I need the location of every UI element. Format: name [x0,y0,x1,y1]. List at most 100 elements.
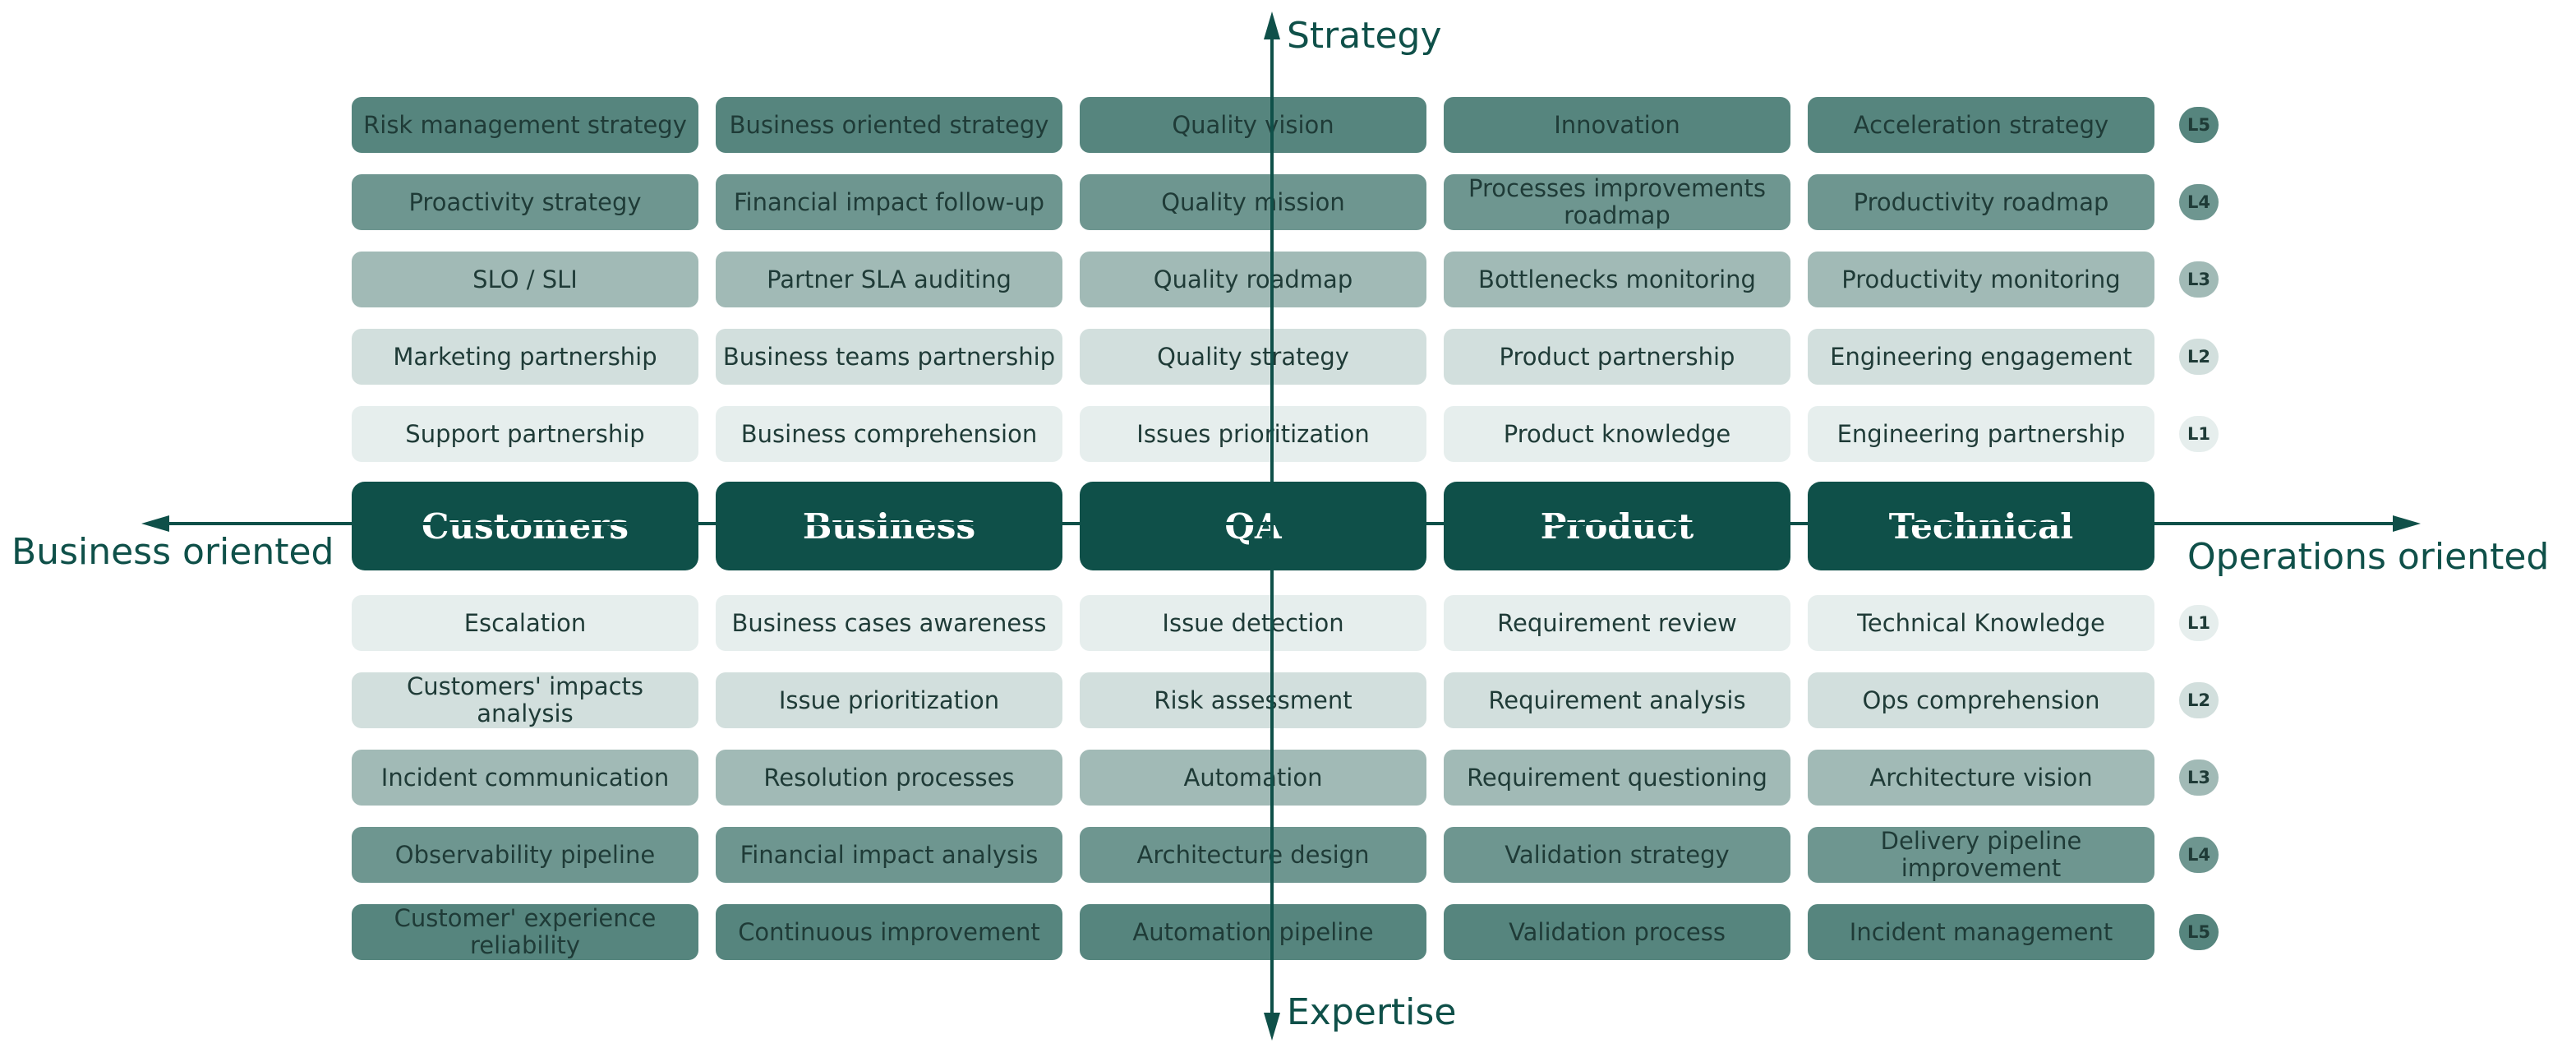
cell-qa-upper-l1: Issues prioritization [1080,406,1426,462]
cell-customers-upper-l1: Support partnership [352,406,698,462]
cell-label: Requirement analysis [1488,686,1746,714]
cell-label: Requirement questioning [1467,763,1767,792]
cell-technical-lower-l4: Delivery pipeline improvement [1808,827,2154,883]
cell-business-upper-l4: Financial impact follow-up [716,174,1062,230]
cell-technical-lower-l3: Architecture vision [1808,750,2154,806]
cell-label: Issue prioritization [778,686,1000,714]
cell-technical-lower-l2: Ops comprehension [1808,672,2154,728]
cell-qa-lower-l4: Architecture design [1080,827,1426,883]
cell-label: Acceleration strategy [1853,110,2109,139]
cell-label: Engineering partnership [1836,419,2126,448]
cell-product-upper-l4: Processes improvements roadmap [1444,174,1790,230]
cell-label: Customers' impacts analysis [406,672,644,727]
axis-arrow-left-icon [141,515,169,532]
cell-label: Productivity monitoring [1841,265,2121,293]
axis-arrow-up-icon [1264,12,1280,39]
cell-customers-lower-l1: Escalation [352,595,698,651]
cell-label: Partner SLA auditing [767,265,1012,293]
cell-business-lower-l3: Resolution processes [716,750,1062,806]
cell-label: Financial impact analysis [740,840,1039,869]
cell-label: Incident communication [380,763,670,792]
cell-business-upper-l5: Business oriented strategy [716,97,1062,153]
cell-label: Architecture vision [1869,763,2093,792]
cell-product-lower-l3: Requirement questioning [1444,750,1790,806]
cell-label: Validation strategy [1505,840,1730,869]
axis-label-operations-oriented: Operations oriented [2187,536,2550,578]
cell-label: Business teams partnership [722,342,1056,371]
level-badge-lower-l1: L1 [2179,605,2219,641]
cell-label: Delivery pipeline improvement [1880,827,2082,882]
axis-label-business-oriented: Business oriented [12,531,334,573]
cell-label: Automation [1183,763,1323,792]
cell-product-upper-l3: Bottlenecks monitoring [1444,252,1790,307]
cell-label: Risk management strategy [363,110,687,139]
cell-label: Processes improvements roadmap [1468,174,1766,229]
level-badge-upper-l2: L2 [2179,339,2219,375]
cell-customers-upper-l3: SLO / SLI [352,252,698,307]
cell-label: Engineering engagement [1830,342,2132,371]
cell-label: Escalation [463,608,587,637]
cell-label: Support partnership [405,419,645,448]
axis-arrow-down-icon [1264,1013,1280,1041]
level-badge-upper-l3: L3 [2179,261,2219,298]
cell-product-upper-l1: Product knowledge [1444,406,1790,462]
cell-qa-upper-l4: Quality mission [1080,174,1426,230]
cell-qa-lower-l2: Risk assessment [1080,672,1426,728]
cell-label: Automation pipeline [1132,917,1374,946]
cell-label: Financial impact follow-up [733,187,1044,216]
column-header-customers: Customers [352,482,698,570]
cell-qa-lower-l5: Automation pipeline [1080,904,1426,960]
cell-qa-upper-l5: Quality vision [1080,97,1426,153]
cell-label: Business comprehension [740,419,1038,448]
cell-customers-lower-l5: Customer' experience reliability [352,904,698,960]
cell-business-upper-l2: Business teams partnership [716,329,1062,385]
cell-qa-lower-l3: Automation [1080,750,1426,806]
cell-product-lower-l5: Validation process [1444,904,1790,960]
cell-product-upper-l5: Innovation [1444,97,1790,153]
cell-label: Continuous improvement [738,917,1040,946]
cell-label: Marketing partnership [393,342,657,371]
cell-product-lower-l4: Validation strategy [1444,827,1790,883]
cell-qa-upper-l2: Quality strategy [1080,329,1426,385]
axis-label-strategy: Strategy [1287,15,1442,57]
cell-label: Quality roadmap [1153,265,1353,293]
cell-customers-lower-l4: Observability pipeline [352,827,698,883]
cell-business-lower-l4: Financial impact analysis [716,827,1062,883]
cell-label: Product partnership [1499,342,1735,371]
cell-technical-upper-l2: Engineering engagement [1808,329,2154,385]
cell-label: Issue detection [1162,608,1344,637]
cell-label: Observability pipeline [394,840,656,869]
cell-product-upper-l2: Product partnership [1444,329,1790,385]
cell-customers-upper-l4: Proactivity strategy [352,174,698,230]
level-badge-lower-l3: L3 [2179,759,2219,796]
cell-label: Bottlenecks monitoring [1478,265,1756,293]
cell-label: Proactivity strategy [408,187,642,216]
cell-business-lower-l2: Issue prioritization [716,672,1062,728]
cell-label: Quality vision [1172,110,1334,139]
cell-label: Ops comprehension [1862,686,2100,714]
cell-label: Issues prioritization [1136,419,1370,448]
column-header-technical: Technical [1808,482,2154,570]
cell-label: Product knowledge [1503,419,1731,448]
cell-label: SLO / SLI [472,265,578,293]
cell-label: Business oriented strategy [729,110,1049,139]
cell-label: Incident management [1849,917,2113,946]
axis-arrow-right-icon [2393,515,2421,532]
cell-customers-upper-l2: Marketing partnership [352,329,698,385]
cell-business-upper-l3: Partner SLA auditing [716,252,1062,307]
column-header-product: Product [1444,482,1790,570]
cell-qa-lower-l1: Issue detection [1080,595,1426,651]
cell-label: Architecture design [1136,840,1370,869]
cell-qa-upper-l3: Quality roadmap [1080,252,1426,307]
cell-label: Resolution processes [763,763,1015,792]
cell-customers-lower-l3: Incident communication [352,750,698,806]
cell-business-lower-l1: Business cases awareness [716,595,1062,651]
cell-product-lower-l1: Requirement review [1444,595,1790,651]
level-badge-upper-l1: L1 [2179,416,2219,452]
level-badge-lower-l2: L2 [2179,682,2219,718]
cell-label: Quality mission [1161,187,1345,216]
cell-business-upper-l1: Business comprehension [716,406,1062,462]
cell-label: Innovation [1554,110,1680,139]
cell-customers-lower-l2: Customers' impacts analysis [352,672,698,728]
